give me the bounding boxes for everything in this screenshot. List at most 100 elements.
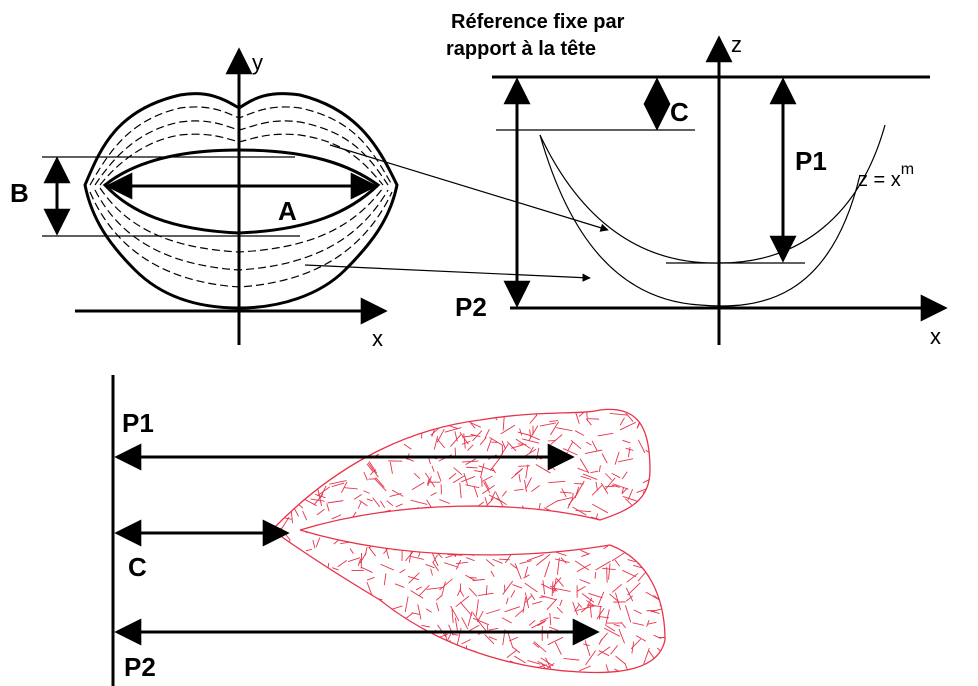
mesh-segment [343,637,350,646]
mesh-segment [413,472,421,480]
mesh-segment [338,645,355,656]
mesh-segment [434,512,451,524]
mesh-segment [527,660,541,665]
mesh-segment [384,432,390,439]
mesh-segment [282,645,296,652]
mesh-segment [283,552,292,565]
mesh-segment [276,498,281,509]
mesh-segment [524,582,538,593]
mesh-segment [502,414,505,431]
mesh-segment [553,617,560,619]
mesh-segment [650,504,662,519]
mesh-segment [363,620,376,628]
mesh-segment [366,498,373,502]
mesh-segment [544,561,551,578]
mesh-segment [417,604,422,620]
mesh-segment [504,540,520,550]
side-lip-mesh-lines [272,406,672,685]
mesh-segment [329,480,347,485]
mesh-segment [646,666,664,673]
mesh-segment [349,442,353,451]
mesh-segment [537,409,549,415]
mesh-segment [386,525,390,541]
mesh-segment [290,505,293,524]
mesh-segment [524,479,527,492]
mesh-segment [403,612,414,621]
mesh-segment [575,411,580,424]
mesh-segment [556,578,564,587]
mesh-segment [549,585,558,592]
mesh-segment [498,530,512,533]
mesh-segment [433,509,440,514]
mesh-segment [275,471,285,476]
mesh-segment [551,409,562,414]
mesh-segment [311,409,324,421]
mesh-segment [625,531,630,539]
mesh-segment [338,673,339,682]
mesh-segment [452,475,466,484]
mesh-segment [494,510,509,516]
mesh-segment [669,465,672,476]
mesh-segment [447,554,463,556]
mesh-segment [539,674,540,685]
mesh-segment [421,624,431,628]
mesh-segment [522,597,527,613]
mesh-segment [485,406,494,408]
mesh-segment [427,478,430,485]
mesh-segment [287,441,296,447]
mesh-segment [304,498,317,507]
mesh-segment [471,664,481,671]
mesh-segment [272,415,277,424]
mesh-segment [513,509,522,513]
mesh-segment [542,580,546,595]
mesh-segment [410,499,428,505]
profile-equation: z = xm [858,161,914,191]
mesh-segment [330,414,333,426]
mesh-segment [298,464,310,472]
mesh-segment [655,570,665,585]
mesh-segment [556,522,567,534]
mesh-segment [609,413,628,416]
mesh-segment [554,523,560,529]
mesh-segment [654,433,657,451]
mesh-segment [274,489,279,496]
mesh-segment [319,656,335,661]
mesh-segment [275,413,280,429]
mesh-segment [404,596,409,613]
mesh-segment [318,614,333,622]
mesh-segment [408,655,422,669]
mesh-segment [661,545,665,554]
mesh-segment [580,549,590,555]
mesh-segment [627,582,641,596]
mesh-segment [395,503,403,508]
mesh-segment [530,593,536,601]
mesh-segment [550,421,559,436]
mesh-segment [320,409,338,415]
mesh-segment [640,421,656,424]
mesh-segment [339,425,352,433]
mesh-segment [617,536,621,544]
reference-label-line1: Réference fixe par [451,11,625,33]
mesh-segment [296,666,309,673]
mesh-segment [481,497,494,512]
mesh-segment [371,431,387,436]
mesh-segment [337,559,348,568]
mesh-segment [341,481,348,493]
mesh-segment [353,602,367,611]
mesh-segment [276,465,283,468]
mesh-segment [315,537,321,548]
mesh-segment [408,409,421,423]
mesh-segment [648,411,653,425]
mesh-segment [325,449,337,454]
mesh-segment [485,559,495,567]
mesh-segment [506,649,518,658]
mesh-segment [468,537,478,549]
mesh-segment [273,490,289,499]
mesh-segment [585,418,592,426]
mesh-segment [529,414,538,424]
mesh-segment [375,477,385,488]
mesh-segment [467,512,470,531]
mesh-segment [405,547,417,562]
mesh-segment [313,652,318,665]
mesh-segment [511,646,521,654]
